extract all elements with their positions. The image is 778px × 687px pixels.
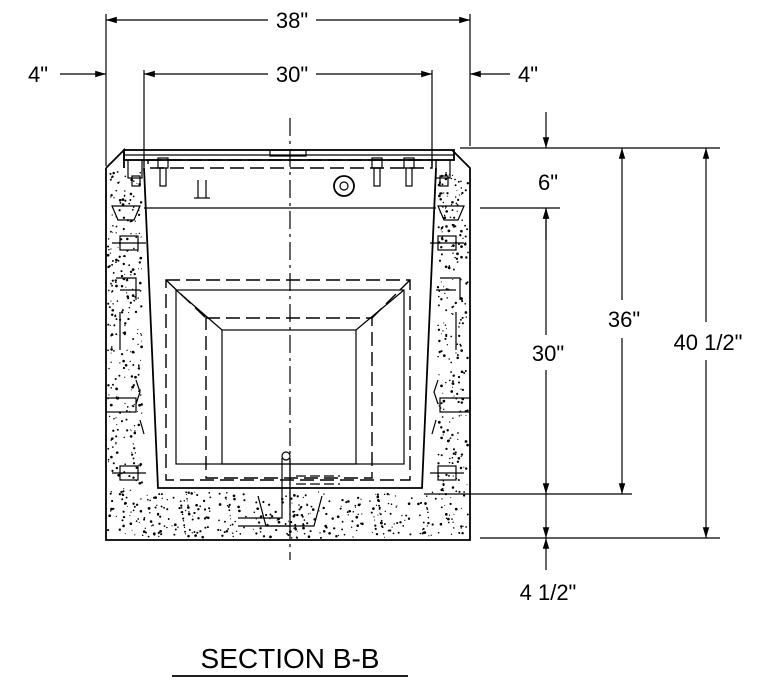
dim-left-wall: 4" (28, 62, 48, 87)
dim-right-wall: 4" (518, 62, 538, 87)
dim-top-slab: 6" (538, 170, 558, 195)
inner-box (165, 279, 411, 481)
drain-pipe (238, 451, 340, 527)
dim-overall-width: 38" (276, 8, 308, 33)
dim-inner-width: 30" (276, 62, 308, 87)
dim-bottom-slab: 4 1/2" (520, 580, 577, 605)
concrete-vault-body (105, 147, 471, 541)
dimension-lines (60, 14, 720, 570)
dim-overall-height: 40 1/2" (674, 330, 743, 355)
dim-mid-height: 36" (608, 307, 640, 332)
dim-inner-height: 30" (532, 341, 564, 366)
side-anchors (105, 235, 471, 481)
lid-bolts (131, 157, 449, 199)
concrete-stipple (106, 171, 470, 539)
section-title: SECTION B-B (201, 643, 380, 674)
